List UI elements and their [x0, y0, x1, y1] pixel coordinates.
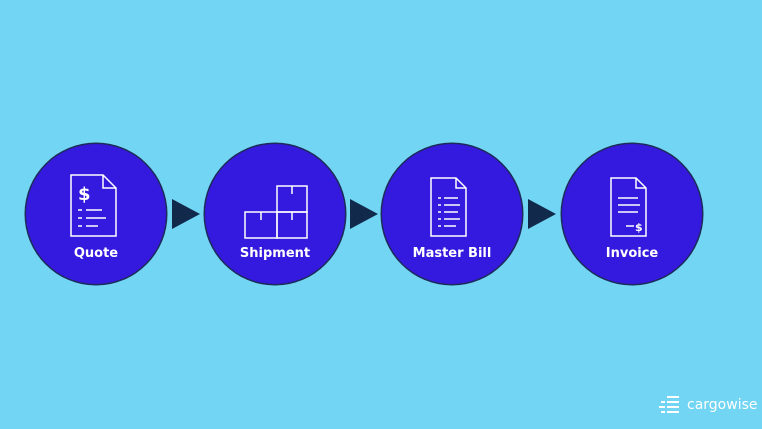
svg-text:$: $ — [78, 184, 91, 205]
invoice-icon: $ — [610, 177, 647, 237]
step-master-bill: Master Bill — [382, 144, 522, 284]
boxes-icon — [244, 185, 308, 239]
arrow-icon — [350, 199, 378, 229]
step-shipment: Shipment — [205, 144, 345, 284]
arrow-icon — [172, 199, 200, 229]
step-invoice: $ Invoice — [562, 144, 702, 284]
step-label: Quote — [73, 246, 119, 261]
cargowise-logo-icon — [659, 396, 679, 413]
step-label: Master Bill — [412, 246, 492, 261]
arrow-icon — [528, 199, 556, 229]
brand-name: cargowise — [687, 397, 758, 413]
step-label: Invoice — [605, 246, 659, 261]
document-icon — [430, 177, 467, 237]
cargowise-logo: cargowise — [659, 395, 758, 415]
quote-document-icon: $ — [70, 174, 117, 237]
svg-text:$: $ — [635, 221, 643, 234]
step-label: Shipment — [239, 246, 311, 261]
step-quote: $ Quote — [26, 144, 166, 284]
